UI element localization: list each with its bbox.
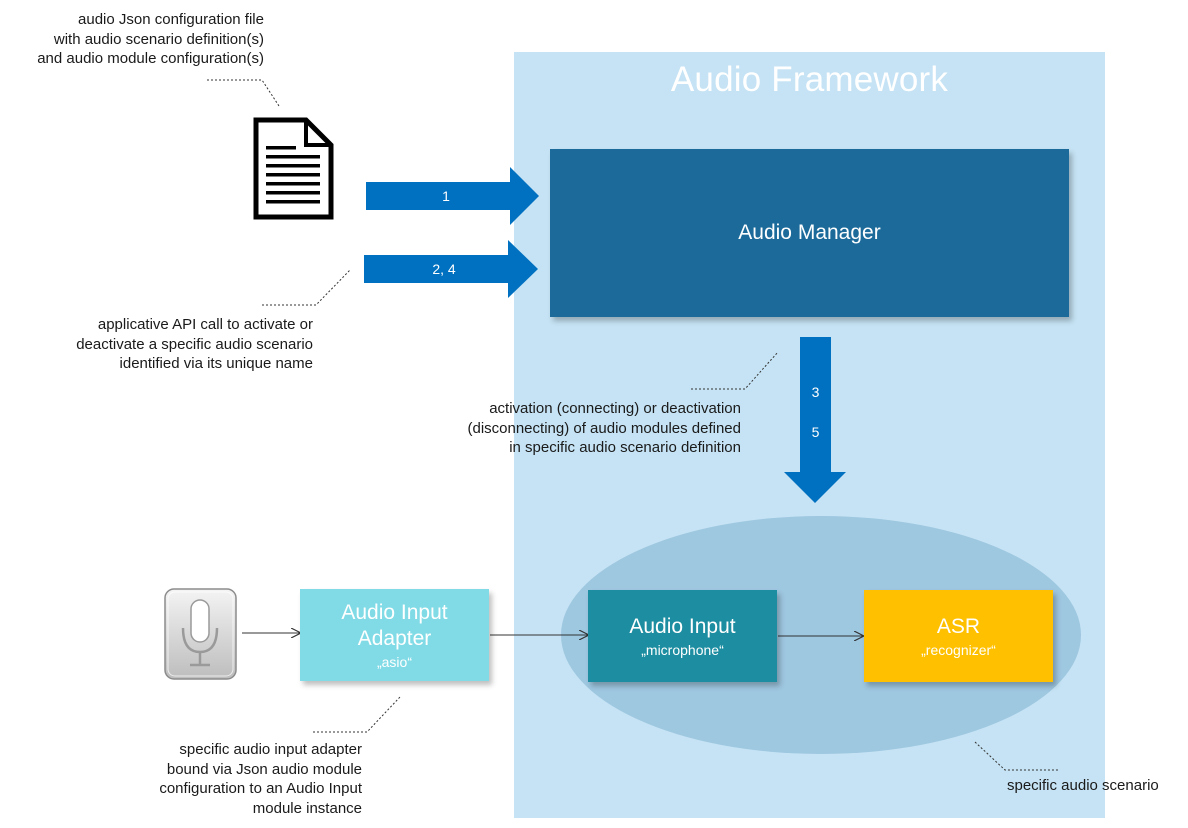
scenario-note-leader [974,741,1058,771]
arrow-1-label: 1 [442,188,450,204]
adapter-note-line: specific audio input adapter [179,741,362,758]
adapter-note-line: module instance [252,799,362,817]
audio-input-title: Audio Input [629,614,736,638]
activation-note: activation (connecting) or deactivation … [467,399,741,458]
audio-manager-label: Audio Manager [738,221,881,244]
api-note-line: deactivate a specific audio scenario [76,335,313,353]
audio-manager-box: Audio Manager [550,149,1069,317]
audio-framework-title: Audio Framework [670,60,949,99]
asr-box: ASR „recognizer“ [864,590,1053,682]
adapter-title-line1: Audio Input [341,600,448,624]
audio-input-box: Audio Input „microphone“ [588,590,777,682]
arrow-2-4 [364,240,538,298]
api-call-note: applicative API call to activate or deac… [76,315,313,374]
arrow-5-label: 5 [811,424,820,440]
activation-note-leader [691,351,779,390]
config-note-line: with audio scenario definition(s) [53,30,264,48]
activation-note-line: activation (connecting) or deactivation [489,400,741,417]
arrow-3-label: 3 [811,384,820,400]
audio-input-adapter-box: Audio Input Adapter „asio“ [300,589,489,681]
arrow-1 [366,167,539,225]
config-note-line: audio Json configuration file [78,11,264,28]
adapter-note-line: bound via Json audio module [166,760,362,778]
adapter-note-leader [313,696,401,733]
arrow-3-5 [784,337,846,503]
config-note-line: and audio module configuration(s) [37,50,264,67]
asr-instance-name: „recognizer“ [921,641,996,658]
arrow-2-4-label: 2, 4 [432,261,456,277]
api-note-line: identified via its unique name [119,355,313,372]
audio-input-instance-name: „microphone“ [641,641,724,658]
activation-note-line: (disconnecting) of audio modules defined [467,419,741,437]
activation-note-line: in specific audio scenario definition [509,439,741,456]
asr-title: ASR [936,614,981,638]
document-icon [253,117,334,220]
api-note-leader [262,269,351,306]
microphone-icon [164,588,237,680]
config-note-leader [207,79,280,107]
adapter-instance-name: „asio“ [376,653,412,670]
api-note-line: applicative API call to activate or [97,316,313,333]
scenario-note: specific audio scenario [1007,777,1159,794]
adapter-note: specific audio input adapter bound via J… [159,740,362,818]
adapter-note-line: configuration to an Audio Input [159,780,362,797]
adapter-title-line2: Adapter [357,626,432,650]
config-file-note: audio Json configuration file with audio… [37,10,264,69]
